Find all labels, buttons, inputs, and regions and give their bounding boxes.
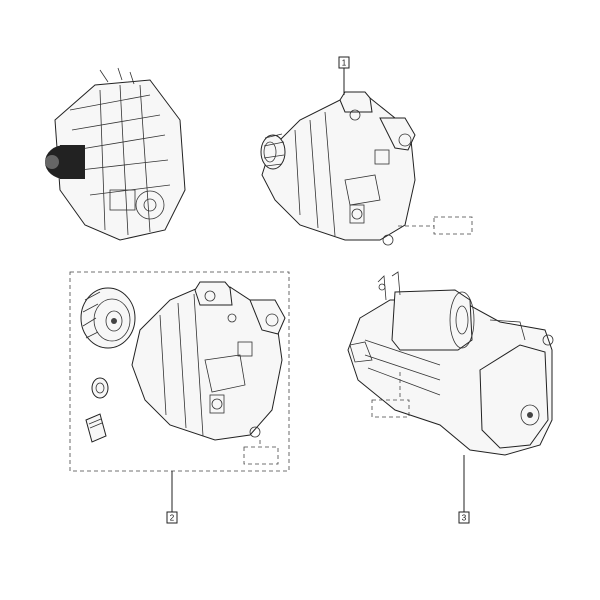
instruction-booklet-icon	[85, 413, 107, 443]
callout-1-label: 1	[342, 59, 347, 68]
pulley-icon	[80, 287, 136, 349]
callout-3-label: 3	[462, 514, 467, 523]
callout-2-box	[166, 511, 178, 524]
washer-icon	[91, 377, 109, 399]
alternator-icon	[131, 281, 286, 441]
engine-overview-icon	[45, 67, 186, 241]
callout-1-box	[338, 56, 350, 69]
callout-3-box	[458, 511, 470, 524]
alternator-icon	[260, 91, 416, 246]
kit-group-box	[69, 271, 290, 472]
callout-2-label: 2	[170, 514, 175, 523]
starter-motor-icon	[347, 271, 554, 456]
